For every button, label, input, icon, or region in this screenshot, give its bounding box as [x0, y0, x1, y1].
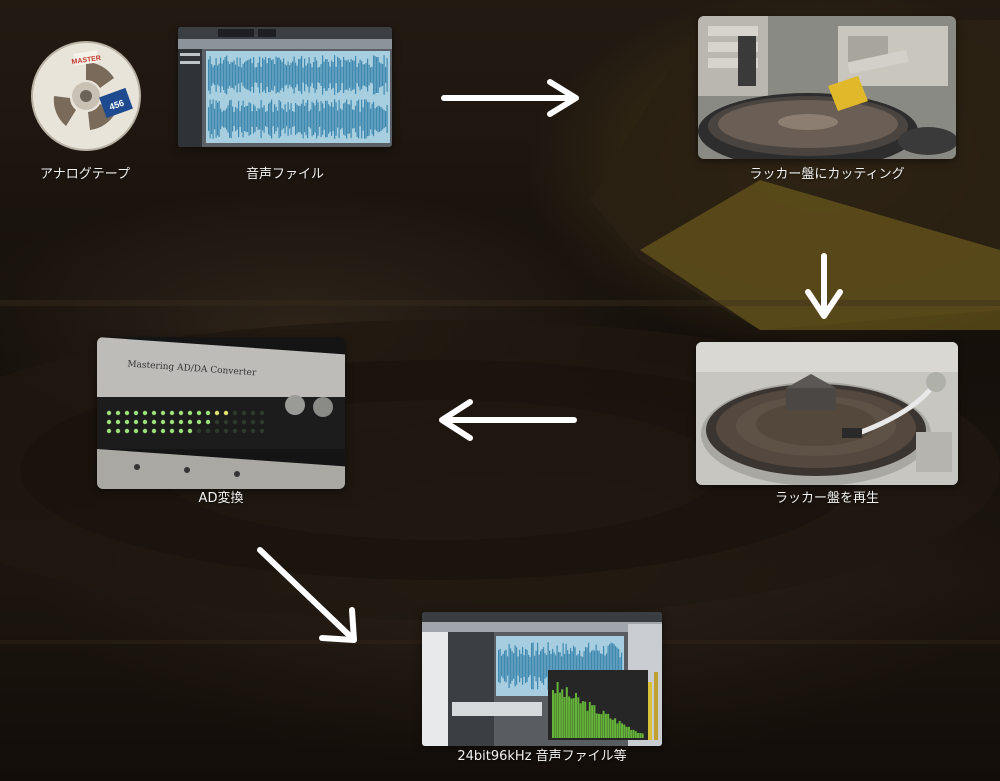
lacquer-cutting-image	[698, 16, 956, 159]
caption-lacquer-cutting: ラッカー盤にカッティング	[749, 167, 905, 182]
caption-final-file: 24bit96kHz 音声ファイル等	[457, 749, 627, 764]
arrow-diagonal-icon	[257, 547, 357, 643]
arrow-right-icon	[441, 79, 579, 117]
caption-audio-file: 音声ファイル	[245, 167, 324, 182]
final-waveform	[498, 642, 623, 690]
final-file-image	[422, 612, 662, 746]
tape-reel-image: MASTER 456	[30, 40, 142, 152]
ad-converter-image: Mastering AD/DA Converter	[97, 337, 345, 489]
audio-file-image	[178, 27, 392, 147]
spectrum-analyzer	[552, 681, 644, 738]
led-meter-array	[106, 410, 265, 434]
lacquer-playback-image	[696, 342, 958, 485]
caption-ad-conversion: AD変換	[198, 491, 244, 506]
caption-lacquer-play: ラッカー盤を再生	[774, 491, 879, 506]
reel-master-label: MASTER	[71, 55, 101, 66]
arrow-left-icon	[439, 399, 577, 441]
waveform	[208, 55, 388, 139]
caption-tape: アナログテープ	[40, 167, 130, 182]
reel-tape-type-label: 456	[108, 98, 126, 113]
arrow-down-icon	[805, 253, 843, 319]
